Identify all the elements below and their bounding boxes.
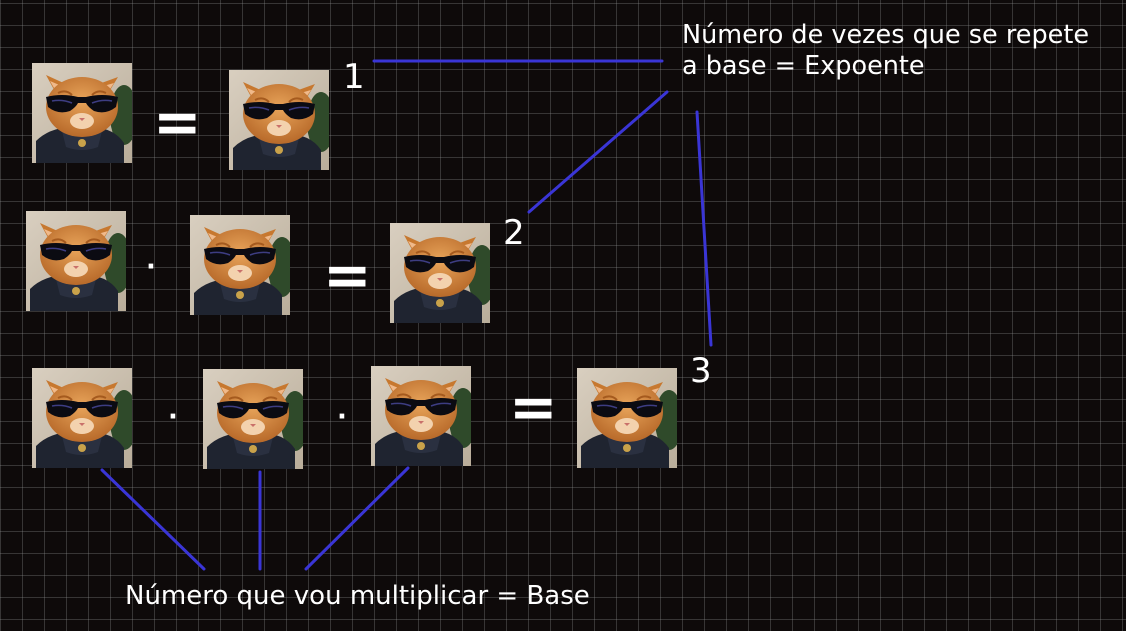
exponent-number: 1 bbox=[343, 57, 365, 97]
cat-sunglasses-icon bbox=[577, 368, 677, 468]
exponent-number: 3 bbox=[690, 351, 712, 391]
multiply-dot: · bbox=[168, 402, 178, 432]
equals-sign: = bbox=[153, 88, 202, 156]
exponent-annotation-line1: Número de vezes que se repete bbox=[682, 20, 1090, 50]
exponent-number: 2 bbox=[503, 213, 525, 253]
cat-sunglasses-icon bbox=[390, 223, 490, 323]
cat-base-image bbox=[390, 223, 490, 323]
cat-base-image bbox=[32, 368, 132, 468]
cat-base-image bbox=[203, 369, 303, 469]
cat-sunglasses-icon bbox=[229, 70, 329, 170]
cat-sunglasses-icon bbox=[32, 368, 132, 468]
cat-sunglasses-icon bbox=[26, 211, 126, 311]
exponent-annotation: Número de vezes que se repete a base = E… bbox=[682, 20, 1089, 81]
base-annotation: Número que vou multiplicar = Base bbox=[125, 581, 590, 611]
cat-base-image bbox=[32, 63, 132, 163]
multiply-dot: · bbox=[337, 402, 347, 432]
multiply-dot: · bbox=[146, 252, 156, 282]
connector-base-1 bbox=[100, 468, 206, 571]
cat-base-image bbox=[190, 215, 290, 315]
cat-sunglasses-icon bbox=[203, 369, 303, 469]
cat-base-image bbox=[371, 366, 471, 466]
equals-sign: = bbox=[323, 241, 372, 309]
connector-base-3 bbox=[304, 466, 410, 571]
cat-sunglasses-icon bbox=[32, 63, 132, 163]
cat-sunglasses-icon bbox=[190, 215, 290, 315]
cat-base-image bbox=[229, 70, 329, 170]
exponent-annotation-line2: a base = Expoente bbox=[682, 50, 925, 81]
cat-base-image bbox=[26, 211, 126, 311]
connector-exponent-2 bbox=[527, 90, 669, 214]
cat-base-image bbox=[577, 368, 677, 468]
equals-sign: = bbox=[509, 373, 558, 441]
cat-sunglasses-icon bbox=[371, 366, 471, 466]
connector-exponent-3 bbox=[695, 110, 713, 347]
